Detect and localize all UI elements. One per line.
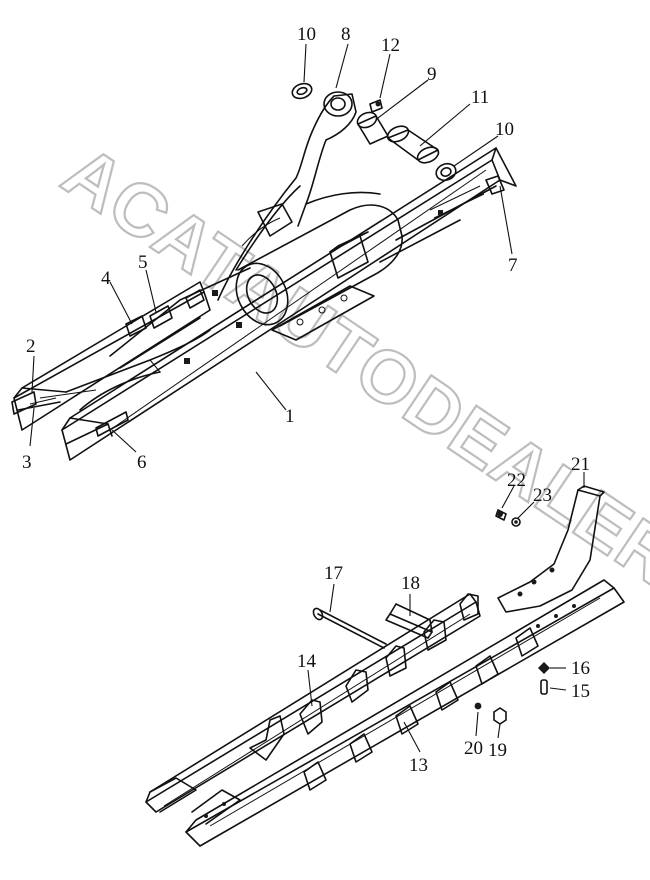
pivot-housing (235, 204, 403, 327)
callout-1: 1 (285, 406, 295, 427)
callout-17: 17 (324, 563, 343, 584)
callout-5: 5 (138, 252, 148, 273)
callout-6: 6 (137, 452, 147, 473)
guard-lugs (249, 593, 539, 791)
callout-22: 22 (507, 470, 526, 491)
long-bolt (312, 607, 387, 649)
end-guard-plate (497, 485, 605, 613)
guard-bolts (204, 604, 576, 818)
spacer-bar (385, 603, 433, 639)
track-guard-bar (185, 579, 625, 847)
callout-14: 14 (297, 651, 317, 672)
bushing-top-left (291, 82, 313, 100)
callout-12: 12 (381, 35, 400, 56)
cover-plate (271, 285, 375, 341)
callout-19: 19 (488, 740, 507, 761)
callout-9: 9 (427, 64, 437, 85)
washer-23 (511, 517, 521, 527)
callout-16: 16 (571, 658, 590, 679)
callout-10a: 10 (297, 24, 316, 45)
guard-bar-upper (145, 593, 481, 813)
washer-20 (474, 702, 482, 710)
callout-23: 23 (533, 485, 552, 506)
wear-strip-left (11, 389, 97, 415)
bolt-15 (540, 679, 548, 695)
pivot-arm (217, 91, 381, 301)
watermark-text: ACATAUTODEALER.RU (49, 129, 650, 674)
callout-21: 21 (571, 454, 590, 475)
guide-blocks (125, 289, 205, 337)
callout-15: 15 (571, 681, 590, 702)
secondary-rail (13, 281, 211, 431)
bushing-top-right (435, 162, 457, 182)
callout-2: 2 (26, 336, 36, 357)
frame-top-plate (65, 185, 497, 411)
nut-16 (538, 662, 550, 674)
callout-3: 3 (22, 452, 32, 473)
callout-4: 4 (101, 268, 111, 289)
watermark: ACATAUTODEALER.RU (48, 128, 650, 675)
callout-7: 7 (508, 255, 518, 276)
callout-18: 18 (401, 573, 420, 594)
pivot-pin (386, 125, 440, 164)
grease-fitting (369, 99, 383, 113)
bosses (184, 210, 443, 364)
wear-strip-right (95, 411, 129, 437)
bolt-22 (495, 509, 507, 521)
track-frame-assembly (11, 91, 517, 461)
track-guard-assembly (145, 485, 625, 847)
callout-10b: 10 (495, 119, 514, 140)
callout-20: 20 (464, 738, 483, 759)
callout-13: 13 (409, 755, 428, 776)
callouts: 10 8 12 9 11 10 7 4 5 2 3 1 6 21 22 23 1 (22, 24, 590, 776)
nut-19 (493, 707, 507, 725)
callout-11: 11 (471, 87, 489, 108)
callout-8: 8 (341, 24, 351, 45)
